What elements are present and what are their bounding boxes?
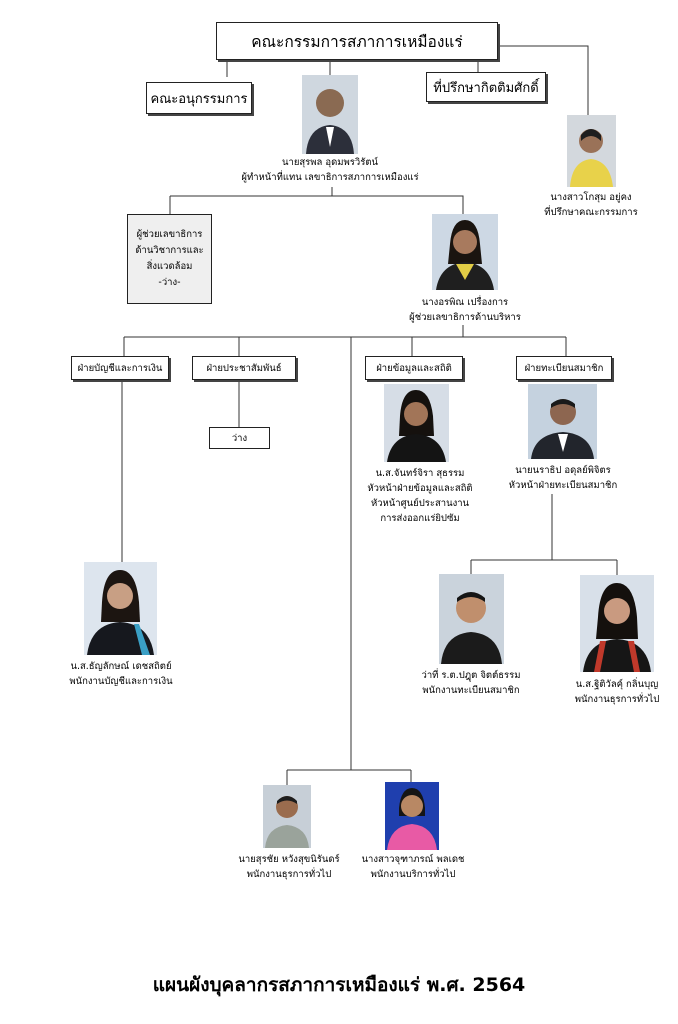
info-head-role-2: หัวหน้าศูนย์ประสานงาน xyxy=(370,498,470,509)
person-silhouette-icon xyxy=(265,796,309,848)
accounting-staff-name: น.ส.ธัญลักษณ์ เดชสถิตย์ xyxy=(70,661,172,672)
dept-info-label: ฝ่ายข้อมูลและสถิติ xyxy=(376,362,452,374)
honorary-advisor-title: ที่ปรึกษากิตติมศักดิ์ xyxy=(433,80,539,96)
board-title: คณะกรรมการสภาการเหมืองแร่ xyxy=(251,32,463,51)
dept-info-box: ฝ่ายข้อมูลและสถิติ xyxy=(365,356,463,380)
reg-staff1-name: ว่าที่ ร.ต.ปฎุต จิตต์ธรรม xyxy=(421,670,521,681)
pr-vacant-box: ว่าง xyxy=(209,427,270,449)
acting-secretary-caption: นายสุรพล อุดมพรวิรัตน์ ผู้ทำหน้าที่แทน เ… xyxy=(241,155,418,185)
reg-staff1-caption: ว่าที่ ร.ต.ปฎุต จิตต์ธรรม พนักงานทะเบียน… xyxy=(421,668,520,698)
reg-staff2-photo xyxy=(580,575,654,672)
person-silhouette-icon xyxy=(583,583,651,672)
board-advisor-name: นางสาวโกสุม อยู่คง xyxy=(550,192,632,203)
reg-head-name: นายนราธิป อดุลย์พิจิตร xyxy=(515,465,611,476)
accounting-staff-caption: น.ส.ธัญลักษณ์ เดชสถิตย์ พนักงานบัญชีและก… xyxy=(69,659,172,689)
reg-staff1-photo xyxy=(439,574,504,664)
asst-admin-caption: นางอรพิณ เปรื่องการ ผู้ช่วยเลขาธิการด้าน… xyxy=(409,295,521,325)
dept-accounting-label: ฝ่ายบัญชีและการเงิน xyxy=(77,362,163,374)
reg-head-caption: นายนราธิป อดุลย์พิจิตร หัวหน้าฝ่ายทะเบีย… xyxy=(509,463,617,493)
general-staff2-name: นางสาวจุฑาภรณ์ พลเดช xyxy=(361,854,465,865)
reg-head-role: หัวหน้าฝ่ายทะเบียนสมาชิก xyxy=(508,480,618,491)
asst-admin-role: ผู้ช่วยเลขาธิการด้านบริหาร xyxy=(409,312,521,323)
dept-pr-box: ฝ่ายประชาสัมพันธ์ xyxy=(192,356,296,380)
info-head-caption: น.ส.จันทร์จิรา สุธรรม หัวหน้าฝ่ายข้อมูลแ… xyxy=(367,466,472,526)
pr-vacant-label: ว่าง xyxy=(231,432,248,444)
general-staff2-role: พนักงานบริการทั่วไป xyxy=(370,869,456,880)
person-silhouette-icon xyxy=(531,399,594,459)
person-silhouette-icon xyxy=(436,220,494,290)
info-head-name: น.ส.จันทร์จิรา สุธรรม xyxy=(375,468,465,479)
reg-staff2-role: พนักงานธุรการทั่วไป xyxy=(574,694,660,705)
person-silhouette-icon xyxy=(387,788,437,850)
board-box: คณะกรรมการสภาการเหมืองแร่ xyxy=(216,22,498,60)
dept-accounting-box: ฝ่ายบัญชีและการเงิน xyxy=(71,356,169,380)
general-staff2-photo xyxy=(385,782,439,850)
person-silhouette-icon xyxy=(441,592,502,664)
dept-registration-box: ฝ่ายทะเบียนสมาชิก xyxy=(516,356,612,380)
asst-tech-line-3: สิ่งแวดล้อม xyxy=(146,261,193,272)
person-silhouette-icon xyxy=(387,390,446,462)
reg-staff1-role: พนักงานทะเบียนสมาชิก xyxy=(422,685,520,696)
asst-tech-line-4: -ว่าง- xyxy=(158,277,181,288)
acting-secretary-photo xyxy=(302,75,358,154)
general-staff1-photo xyxy=(263,785,311,848)
general-staff2-caption: นางสาวจุฑาภรณ์ พลเดช พนักงานบริการทั่วไป xyxy=(362,852,465,882)
board-advisor-caption: นางสาวโกสุม อยู่คง ที่ปรึกษาคณะกรรมการ xyxy=(544,190,637,220)
dept-registration-label: ฝ่ายทะเบียนสมาชิก xyxy=(524,362,604,374)
asst-admin-name: นางอรพิณ เปรื่องการ xyxy=(421,297,509,308)
asst-tech-line-1: ผู้ช่วยเลขาธิการ xyxy=(136,229,203,240)
asst-admin-photo xyxy=(432,214,498,290)
accounting-staff-photo xyxy=(84,562,157,655)
person-silhouette-icon xyxy=(570,129,613,187)
board-advisor-photo xyxy=(567,115,616,187)
acting-secretary-name: นายสุรพล อุดมพรวิรัตน์ xyxy=(281,157,379,168)
acting-secretary-role: ผู้ทำหน้าที่แทน เลขาธิการสภาการเหมืองแร่ xyxy=(241,172,419,183)
board-advisor-role: ที่ปรึกษาคณะกรรมการ xyxy=(544,207,638,218)
asst-tech-box: ผู้ช่วยเลขาธิการ ด้านวิชาการและ สิ่งแวดล… xyxy=(127,214,212,304)
reg-head-photo xyxy=(528,384,597,459)
general-staff1-role: พนักงานธุรการทั่วไป xyxy=(246,869,332,880)
subcommittee-box: คณะอนุกรรมการ xyxy=(146,82,252,114)
info-head-role-3: การส่งออกแร่ยิปซัม xyxy=(380,513,460,524)
reg-staff2-name: น.ส.ฐิติวัลคุ์ กลิ่นบุญ xyxy=(575,679,659,690)
subcommittee-title: คณะอนุกรรมการ xyxy=(150,91,248,107)
reg-staff2-caption: น.ส.ฐิติวัลคุ์ กลิ่นบุญ พนักงานธุรการทั่… xyxy=(575,677,659,707)
asst-tech-line-2: ด้านวิชาการและ xyxy=(135,245,204,256)
info-head-role-1: หัวหน้าฝ่ายข้อมูลและสถิติ xyxy=(367,483,473,494)
honorary-advisor-box: ที่ปรึกษากิตติมศักดิ์ xyxy=(426,72,546,102)
general-staff1-caption: นายสุรชัย หวังสุขนิรันดร์ พนักงานธุรการท… xyxy=(238,852,339,882)
person-silhouette-icon xyxy=(87,570,154,655)
accounting-staff-role: พนักงานบัญชีและการเงิน xyxy=(69,676,173,687)
info-head-photo xyxy=(384,384,449,462)
person-silhouette-icon xyxy=(306,89,354,154)
dept-pr-label: ฝ่ายประชาสัมพันธ์ xyxy=(206,362,282,374)
org-chart-footer-title: แผนผังบุคลากรสภาการเหมืองแร่ พ.ศ. 2564 xyxy=(152,974,526,996)
general-staff1-name: นายสุรชัย หวังสุขนิรันดร์ xyxy=(238,854,340,865)
